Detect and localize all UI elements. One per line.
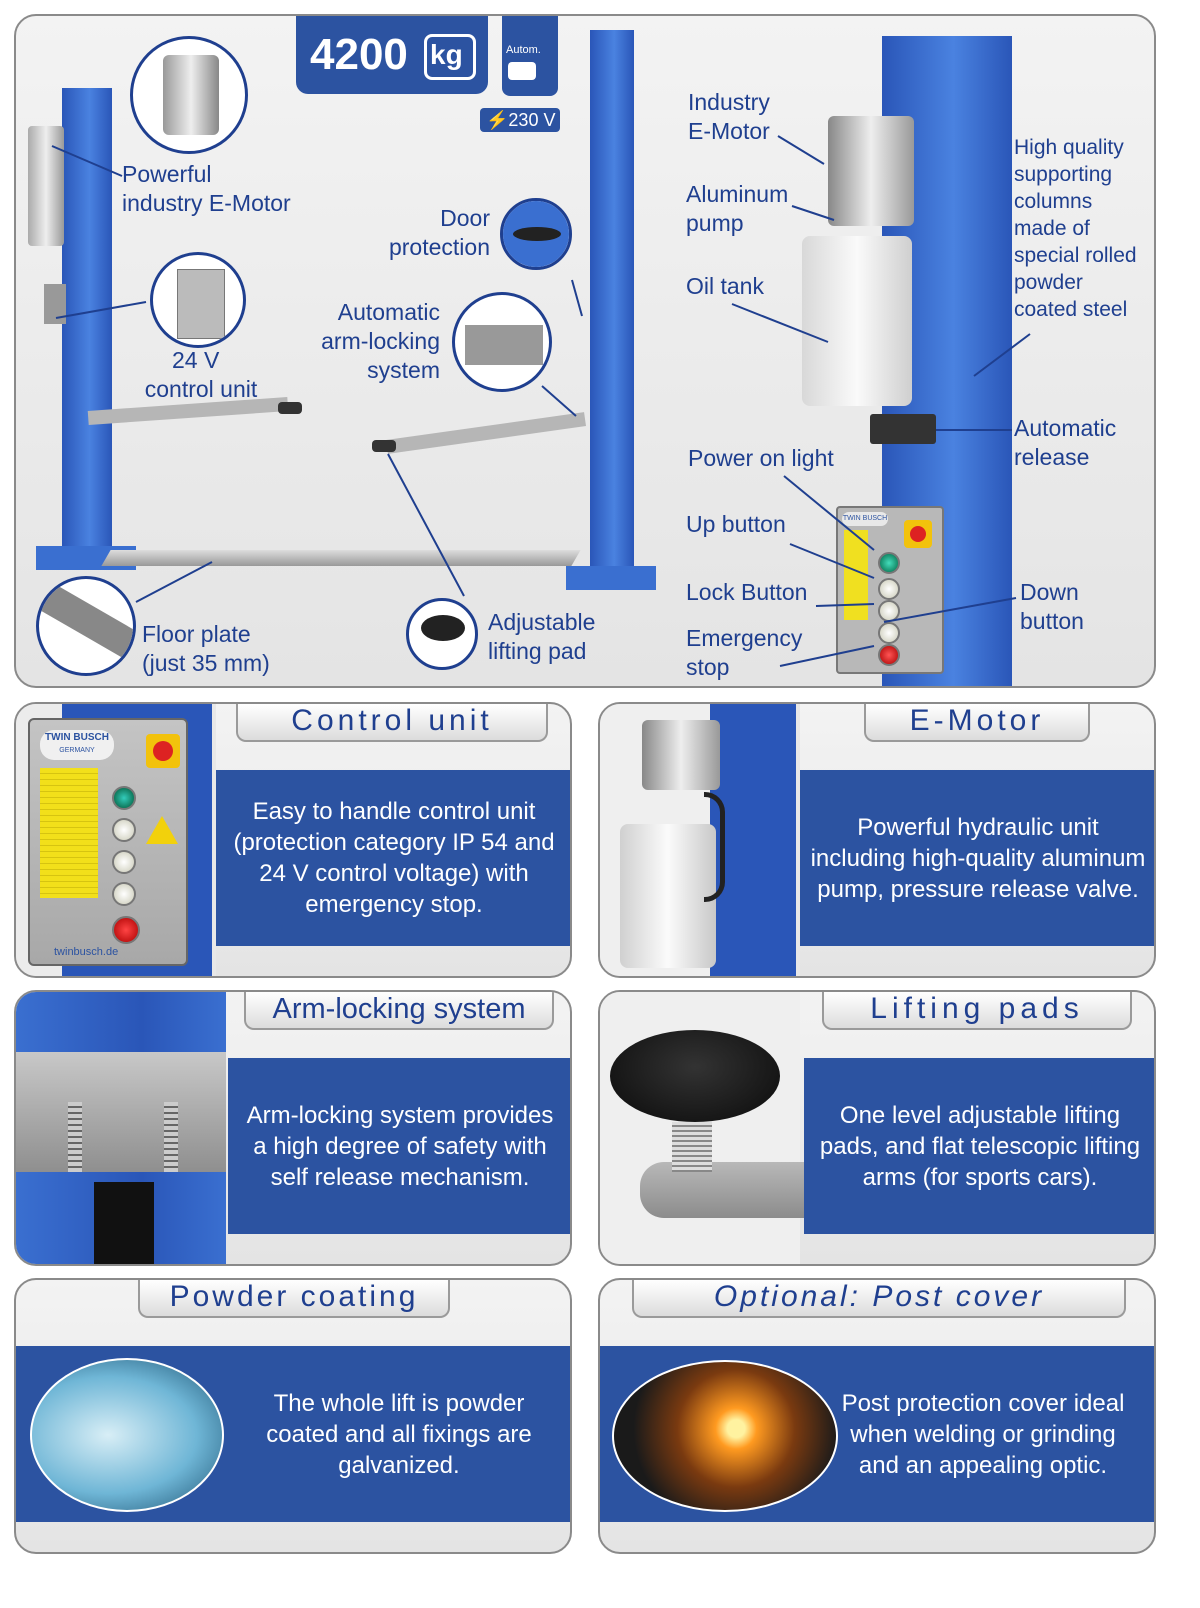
right-arm-pad bbox=[372, 440, 396, 452]
main-switch bbox=[146, 734, 180, 768]
lifting-pads-title: Lifting pads bbox=[822, 992, 1132, 1030]
label-lock-button: Lock Button bbox=[686, 579, 808, 605]
voltage-badge: ⚡230 V bbox=[480, 108, 560, 132]
label-door-protection: Door protection bbox=[388, 205, 490, 260]
motor-zoom-circle bbox=[130, 36, 248, 154]
hero-panel: 4200 kg Autom. ⚡230 V Powerful bbox=[14, 14, 1156, 688]
pad-rubber bbox=[610, 1030, 780, 1122]
motor-on-post bbox=[28, 126, 64, 246]
feature-arm-locking: Arm-locking system Arm-locking system pr… bbox=[14, 990, 572, 1266]
estop-btn bbox=[112, 916, 140, 944]
detail-down-btn bbox=[878, 622, 900, 644]
capacity-unit: kg bbox=[430, 39, 463, 70]
label-arm-locking: Automatic arm-locking system bbox=[321, 299, 440, 383]
lifting-pad-photo bbox=[600, 992, 810, 1264]
brand-badge: TWIN BUSCH GERMANY bbox=[40, 730, 114, 760]
label-down-button: Down button bbox=[1020, 579, 1084, 634]
left-arm-pad bbox=[278, 402, 302, 414]
detail-release-box bbox=[870, 414, 936, 444]
label-aluminum-pump: Aluminum pump bbox=[686, 181, 789, 236]
leader-lines bbox=[51, 135, 1031, 667]
powder-coating-title: Powder coating bbox=[138, 1280, 450, 1318]
control-zoom-circle bbox=[150, 252, 246, 348]
weight-icon: kg bbox=[424, 34, 476, 80]
feature-post-cover: Optional: Post cover Post protection cov… bbox=[598, 1278, 1156, 1554]
capacity-badge: 4200 kg bbox=[296, 16, 488, 94]
oil-tank bbox=[620, 824, 716, 968]
detail-control-box: TWIN BUSCH bbox=[836, 506, 944, 674]
motor-body bbox=[642, 720, 720, 790]
down-btn bbox=[112, 882, 136, 906]
door-zoom-circle bbox=[500, 198, 572, 270]
label-oil-tank: Oil tank bbox=[686, 273, 764, 299]
e-motor-photo bbox=[600, 704, 800, 976]
autom-badge: Autom. bbox=[502, 16, 558, 96]
e-motor-description: Powerful hydraulic unit including high-q… bbox=[800, 770, 1154, 946]
capacity-value: 4200 bbox=[310, 30, 408, 79]
detail-estop-btn bbox=[878, 644, 900, 666]
feature-lifting-pads: Lifting pads One level adjustable liftin… bbox=[598, 990, 1156, 1266]
label-powerful-motor: Powerful industry E-Motor bbox=[122, 161, 291, 216]
warning-icon bbox=[146, 816, 178, 844]
label-floor-plate: Floor plate (just 35 mm) bbox=[142, 621, 270, 676]
right-post bbox=[590, 30, 634, 590]
pad-thread bbox=[672, 1122, 712, 1172]
label-lifting-pad: Adjustable lifting pad bbox=[488, 609, 596, 664]
right-post-base bbox=[566, 566, 656, 590]
feature-control-unit: TWIN BUSCH GERMANY twinbusch.de Control … bbox=[14, 702, 572, 978]
label-24v-control-unit: 24 V control unit bbox=[144, 347, 258, 402]
detail-motor bbox=[828, 116, 914, 226]
label-emergency-stop: Emergency stop bbox=[686, 625, 803, 680]
feature-e-motor: E-Motor Powerful hydraulic unit includin… bbox=[598, 702, 1156, 978]
autom-label: Autom. bbox=[506, 44, 541, 56]
spring-left bbox=[68, 1102, 82, 1172]
label-auto-release: Automatic release bbox=[1014, 415, 1117, 470]
post-cover-photo bbox=[612, 1360, 838, 1512]
e-motor-title: E-Motor bbox=[864, 704, 1090, 742]
locking-carriage bbox=[16, 1052, 226, 1172]
inner-column bbox=[94, 1182, 154, 1264]
arm-locking-description: Arm-locking system provides a high degre… bbox=[228, 1058, 570, 1234]
arm-locking-title: Arm-locking system bbox=[244, 992, 554, 1030]
control-box-small bbox=[44, 284, 66, 324]
detail-oil-tank bbox=[802, 236, 912, 406]
label-columns: High quality supporting columns made of … bbox=[1014, 136, 1137, 321]
voltage-label: 230 V bbox=[508, 110, 556, 130]
post-cover-title: Optional: Post cover bbox=[632, 1280, 1126, 1318]
lock-btn bbox=[112, 850, 136, 874]
lifting-pad-zoom-circle bbox=[406, 598, 478, 670]
spring-right bbox=[164, 1102, 178, 1172]
detail-power-light bbox=[878, 552, 900, 574]
label-industry-motor: Industry E-Motor bbox=[688, 89, 770, 144]
power-light bbox=[112, 786, 136, 810]
web-label: twinbusch.de bbox=[54, 946, 119, 958]
hose bbox=[704, 792, 725, 902]
up-btn bbox=[112, 818, 136, 842]
arm-lock-zoom-circle bbox=[452, 292, 552, 392]
control-box: TWIN BUSCH GERMANY twinbusch.de bbox=[28, 718, 188, 966]
control-unit-photo: TWIN BUSCH GERMANY twinbusch.de bbox=[16, 704, 216, 976]
floor-plate-zoom-circle bbox=[36, 576, 136, 676]
detail-brand-badge: TWIN BUSCH bbox=[842, 512, 888, 526]
control-unit-description: Easy to handle control unit (protection … bbox=[216, 770, 570, 946]
feature-powder-coating: Powder coating The whole lift is powder … bbox=[14, 1278, 572, 1554]
hand-icon bbox=[508, 62, 536, 80]
label-power-on-light: Power on light bbox=[688, 445, 834, 471]
detail-main-switch bbox=[904, 520, 932, 548]
label-up-button: Up button bbox=[686, 511, 786, 537]
lightning-icon: ⚡ bbox=[486, 110, 509, 130]
lifting-pads-description: One level adjustable lifting pads, and f… bbox=[804, 1058, 1154, 1234]
detail-up-btn bbox=[878, 578, 900, 600]
arm-locking-photo bbox=[16, 992, 226, 1264]
warning-label bbox=[40, 768, 98, 898]
arm-metal bbox=[640, 1162, 810, 1218]
powder-coating-photo bbox=[30, 1358, 224, 1512]
control-unit-title: Control unit bbox=[236, 704, 548, 742]
